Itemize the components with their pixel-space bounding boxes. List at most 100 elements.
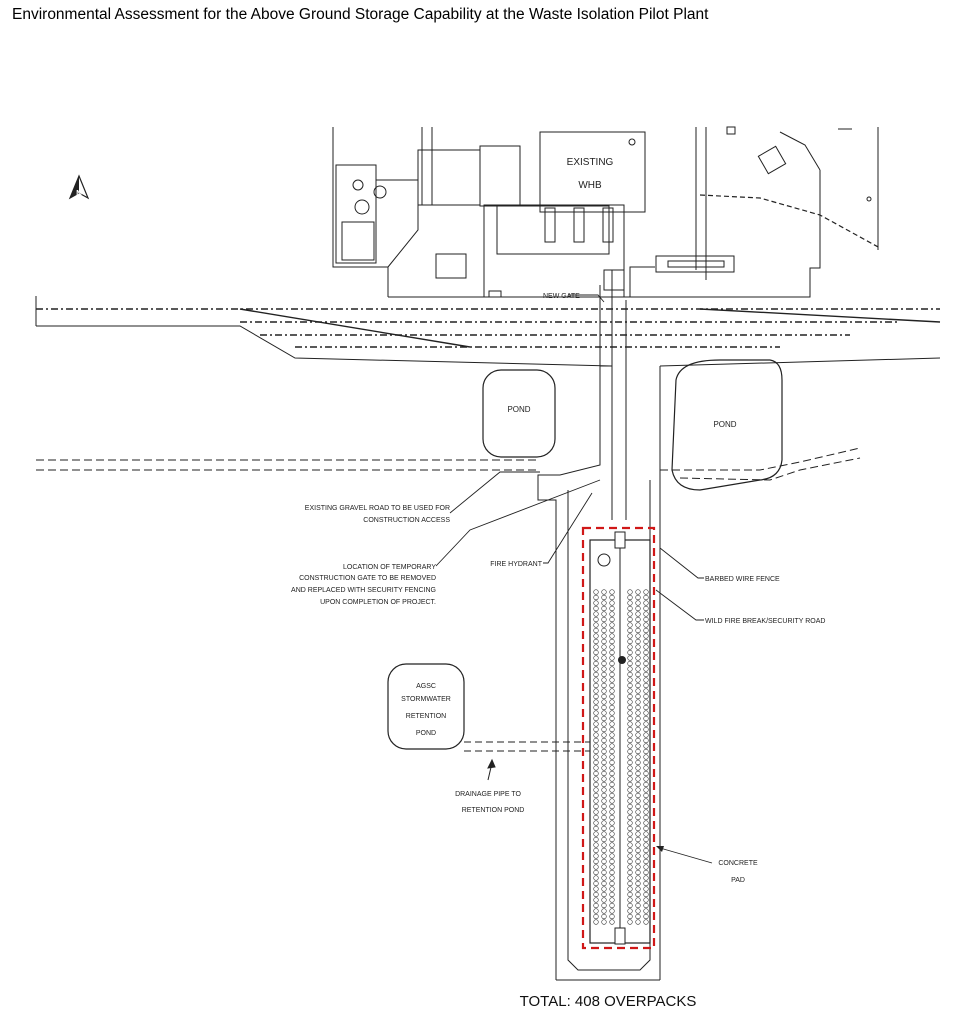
overpack-marker: [601, 836, 607, 843]
temp-gate-label-line3: AND REPLACED WITH SECURITY FENCING: [291, 587, 436, 594]
overpack-marker: [643, 754, 649, 760]
overpack-marker: [635, 748, 641, 755]
overpack-marker: [593, 633, 599, 639]
overpack-marker: [593, 649, 599, 656]
overpack-marker: [627, 853, 633, 859]
overpack-marker: [593, 836, 599, 843]
overpack-marker: [627, 666, 633, 672]
overpack-marker: [593, 869, 599, 876]
overpack-marker: [635, 688, 641, 694]
overpack-marker: [627, 748, 633, 755]
overpack-marker: [609, 842, 615, 848]
overpack-marker: [593, 704, 599, 711]
overpack-marker: [627, 919, 633, 925]
overpack-marker: [635, 880, 641, 887]
overpack-marker: [601, 847, 607, 854]
overpack-marker: [601, 682, 607, 689]
overpack-marker: [635, 622, 641, 628]
overpack-marker: [609, 875, 615, 881]
overpack-marker: [601, 704, 607, 711]
overpack-marker: [609, 666, 615, 672]
overpack-marker: [593, 765, 599, 771]
overpack-marker: [635, 831, 641, 837]
overpack-marker: [627, 605, 633, 612]
overpack-marker: [601, 649, 607, 656]
overpack-marker: [643, 704, 649, 711]
overpack-marker: [609, 594, 615, 601]
overpack-marker: [609, 682, 615, 689]
concrete-pad-label-line2: PAD: [731, 877, 745, 884]
overpack-marker: [635, 600, 641, 606]
overpack-marker: [593, 655, 599, 661]
overpack-marker: [609, 699, 615, 705]
overpack-marker: [627, 913, 633, 920]
overpack-marker: [609, 798, 615, 804]
overpack-marker: [635, 616, 641, 623]
fire-hydrant-label: FIRE HYDRANT: [490, 561, 542, 568]
overpack-marker: [643, 633, 649, 639]
overpack-marker: [643, 611, 649, 617]
overpack-marker: [601, 627, 607, 634]
callout-leaders: [435, 294, 713, 864]
overpack-marker: [609, 611, 615, 617]
overpack-marker: [643, 886, 649, 892]
overpack-marker: [601, 732, 607, 738]
overpack-marker: [643, 688, 649, 694]
overpack-marker: [643, 605, 649, 612]
overpack-marker: [609, 721, 615, 727]
overpack-marker: [643, 726, 649, 733]
overpack-marker: [609, 781, 615, 788]
overpack-marker: [609, 787, 615, 793]
overpack-marker: [635, 649, 641, 656]
overpack-marker: [643, 748, 649, 755]
overpack-marker: [601, 864, 607, 870]
overpack-marker: [627, 644, 633, 650]
overpack-marker: [593, 589, 599, 595]
overpack-marker: [601, 770, 607, 777]
overpack-marker: [627, 715, 633, 722]
overpack-marker: [635, 781, 641, 788]
overpack-marker: [593, 913, 599, 920]
overpack-marker: [609, 627, 615, 634]
overpack-marker: [627, 809, 633, 815]
overpack-marker: [635, 913, 641, 920]
overpack-marker: [643, 677, 649, 683]
security-fence: [581, 526, 656, 950]
overpack-marker: [635, 726, 641, 733]
gravel-road-label-line1: EXISTING GRAVEL ROAD TO BE USED FOR: [305, 505, 450, 512]
overpack-marker: [593, 820, 599, 826]
overpack-marker: [609, 737, 615, 744]
north-arrow-icon: N: [68, 174, 90, 200]
overpack-marker: [593, 605, 599, 612]
overpack-marker: [627, 875, 633, 881]
overpack-marker: [593, 710, 599, 716]
overpack-marker: [627, 891, 633, 898]
concrete-pad-label-line1: CONCRETE: [718, 860, 758, 867]
overpack-marker: [627, 897, 633, 903]
overpack-marker: [635, 891, 641, 898]
overpack-marker: [593, 853, 599, 859]
overpack-marker: [609, 743, 615, 749]
temp-gate-label-line1: LOCATION OF TEMPORARY: [343, 564, 436, 571]
overpack-marker: [593, 644, 599, 650]
overpack-marker: [601, 913, 607, 920]
existing-facility: [332, 126, 879, 298]
overpack-marker: [601, 726, 607, 733]
overpack-marker: [593, 726, 599, 733]
overpack-marker: [609, 726, 615, 733]
overpack-marker: [601, 622, 607, 628]
overpack-marker: [643, 891, 649, 898]
overpack-marker: [635, 864, 641, 870]
overpack-marker: [601, 589, 607, 595]
overpack-marker: [643, 715, 649, 722]
overpack-marker: [635, 820, 641, 826]
overpack-marker: [609, 671, 615, 678]
overpack-marker: [593, 902, 599, 909]
overpack-marker: [593, 748, 599, 755]
overpack-marker: [593, 743, 599, 749]
overpack-marker: [627, 743, 633, 749]
overpack-marker: [643, 831, 649, 837]
overpack-marker: [627, 869, 633, 876]
overpack-marker: [627, 704, 633, 711]
